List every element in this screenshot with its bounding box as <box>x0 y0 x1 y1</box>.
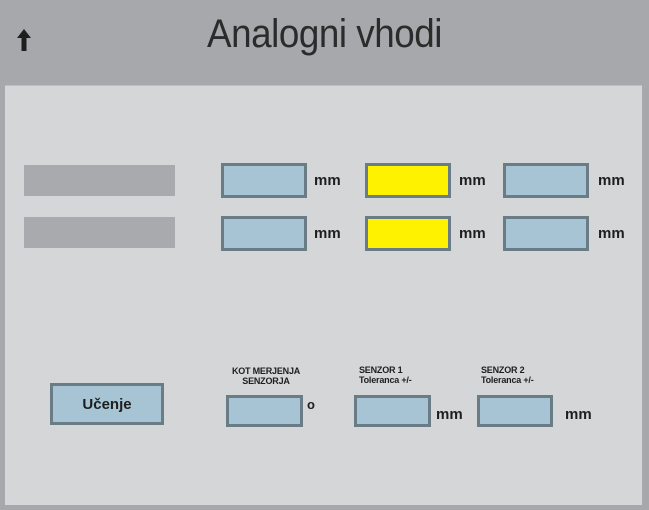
angle-label-line-2: SENZORJA <box>242 376 290 386</box>
row-1-label-bar <box>24 165 175 196</box>
row-2-field-2[interactable] <box>365 216 451 251</box>
row-2-unit-3: mm <box>598 225 625 242</box>
row-1-field-2[interactable] <box>365 163 451 198</box>
row-1-field-1[interactable] <box>221 163 307 198</box>
angle-unit: o <box>307 397 315 412</box>
angle-label: KOT MERJENJA SENZORJA <box>221 366 311 386</box>
sensor-2-label-line-1: SENZOR 2 <box>481 365 525 375</box>
row-2-field-3[interactable] <box>503 216 589 251</box>
row-1-field-3[interactable] <box>503 163 589 198</box>
sensor-1-label-line-2: Toleranca +/- <box>359 375 412 385</box>
sensor-2-tolerance-field[interactable] <box>477 395 553 427</box>
arrow-up-icon[interactable] <box>14 27 34 53</box>
sensor-1-label: SENZOR 1 Toleranca +/- <box>359 365 412 385</box>
angle-label-line-1: KOT MERJENJA <box>231 366 301 376</box>
sensor-1-label-line-1: SENZOR 1 <box>359 365 403 375</box>
row-1-unit-3: mm <box>598 172 625 189</box>
angle-field[interactable] <box>226 395 303 427</box>
sensor-2-label: SENZOR 2 Toleranca +/- <box>481 365 534 385</box>
row-2-unit-2: mm <box>459 225 486 242</box>
sensor-2-unit: mm <box>565 406 592 423</box>
sensor-2-label-line-2: Toleranca +/- <box>481 375 534 385</box>
sensor-1-tolerance-field[interactable] <box>354 395 431 427</box>
page-title: Analogni vhodi <box>206 12 442 56</box>
header: Analogni vhodi <box>0 0 649 83</box>
row-1-unit-1: mm <box>314 172 341 189</box>
learn-button[interactable]: Učenje <box>50 383 164 425</box>
row-2-field-1[interactable] <box>221 216 307 251</box>
row-2-label-bar <box>24 217 175 248</box>
row-2-unit-1: mm <box>314 225 341 242</box>
row-1-unit-2: mm <box>459 172 486 189</box>
sensor-1-unit: mm <box>436 406 463 423</box>
main-panel: mm mm mm mm mm mm Učenje KOT MERJENJA SE… <box>5 85 642 505</box>
